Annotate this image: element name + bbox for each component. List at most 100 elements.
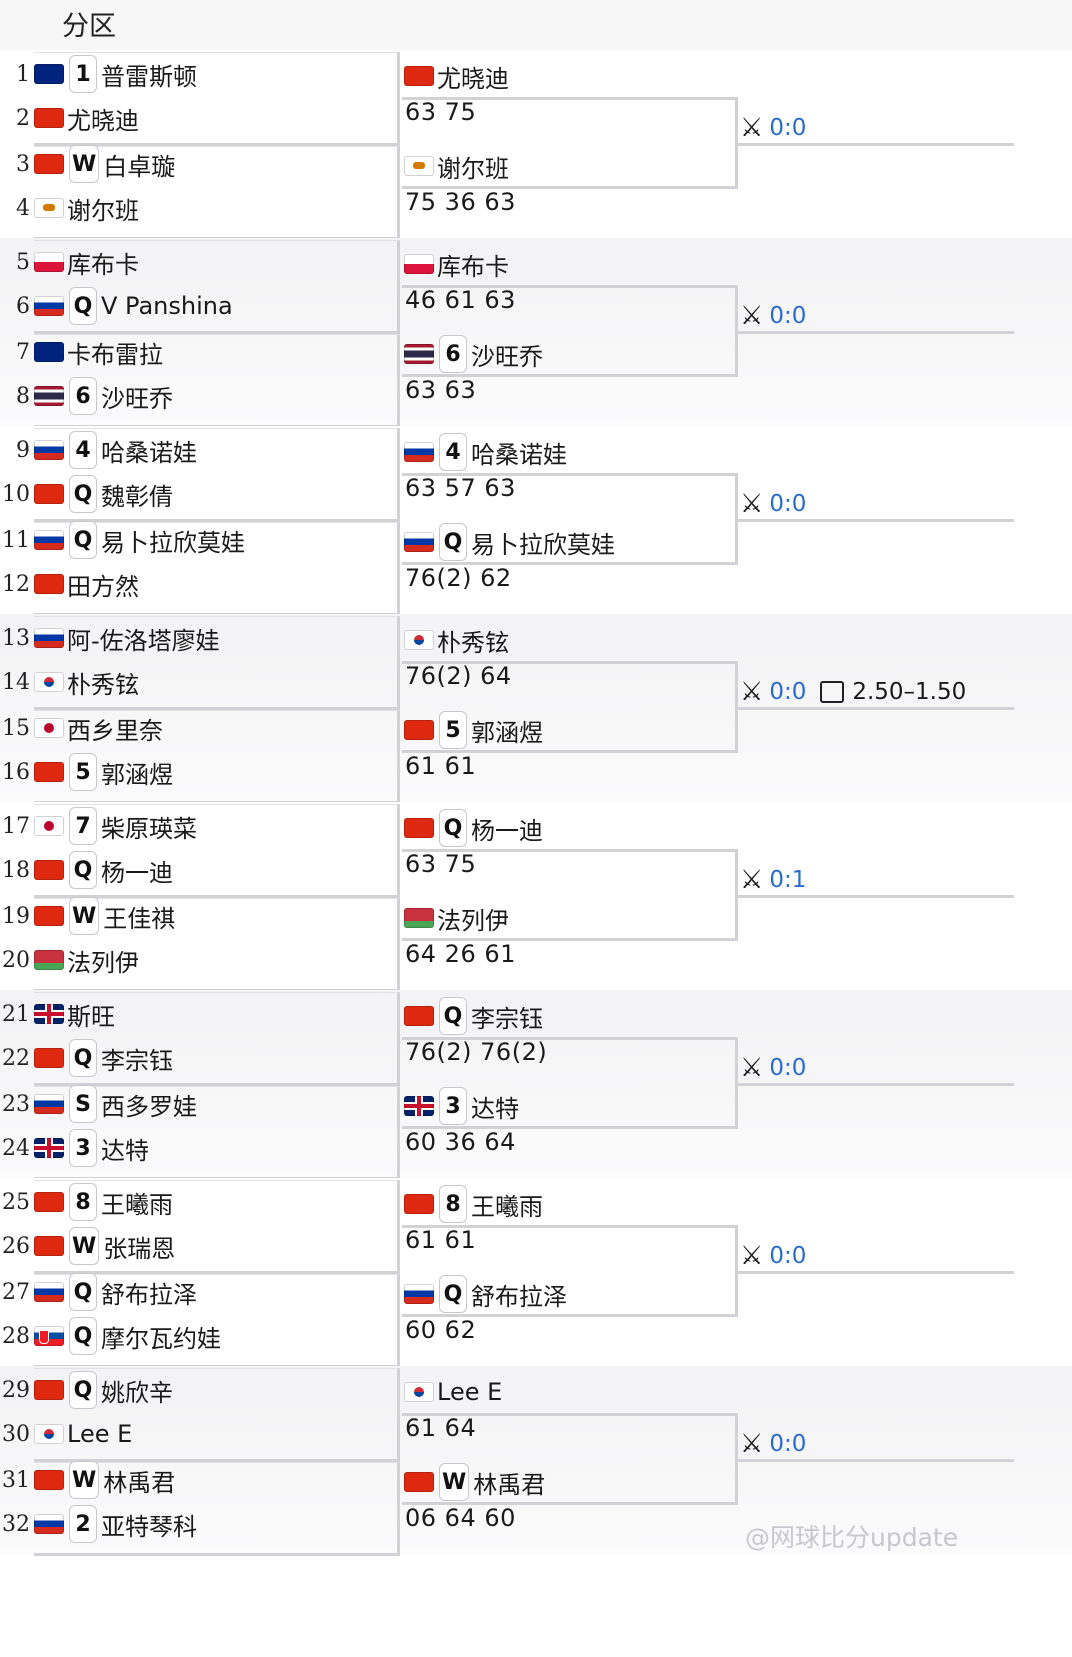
player-name[interactable]: 李宗钰 <box>471 1004 543 1033</box>
player-name[interactable]: 王曦雨 <box>101 1190 173 1219</box>
head-to-head[interactable]: ⚔0:0 <box>740 1051 806 1085</box>
first-round-match[interactable] <box>34 428 400 522</box>
player-name[interactable]: 普雷斯顿 <box>101 62 197 91</box>
player-name[interactable]: 斯旺 <box>67 1002 115 1031</box>
player-name[interactable]: 张瑞恩 <box>103 1234 176 1263</box>
advancing-player[interactable]: Lee E <box>402 1372 882 1412</box>
first-round-match[interactable] <box>34 52 400 146</box>
player-name[interactable]: 王佳祺 <box>103 904 176 933</box>
player-name[interactable]: 杨一迪 <box>101 858 173 887</box>
h2h-record[interactable]: 0:0 <box>769 303 807 329</box>
player-name[interactable]: 达特 <box>101 1136 149 1165</box>
player-name[interactable]: 杨一迪 <box>471 816 543 845</box>
player-name[interactable]: 摩尔瓦约娃 <box>101 1324 221 1353</box>
player-name[interactable]: 沙旺乔 <box>101 384 173 413</box>
h2h-record[interactable]: 0:0 <box>769 1055 807 1081</box>
player-name[interactable]: 郭涵煜 <box>101 760 173 789</box>
first-round-match[interactable] <box>34 1462 400 1556</box>
h2h-record[interactable]: 0:0 <box>769 115 807 141</box>
h2h-record[interactable]: 0:0 <box>769 679 807 705</box>
player-name[interactable]: 林禹君 <box>473 1470 546 1499</box>
player-name[interactable]: 西多罗娃 <box>101 1092 197 1121</box>
player-name[interactable]: 易卜拉欣莫娃 <box>101 528 245 557</box>
player-name[interactable]: 柴原瑛菜 <box>101 814 197 843</box>
player-name[interactable]: Lee E <box>67 1420 133 1448</box>
advancing-player[interactable]: 法列伊 <box>402 898 882 938</box>
second-round-match[interactable] <box>402 661 738 753</box>
second-round-match[interactable] <box>402 1037 738 1129</box>
h2h-record[interactable]: 0:0 <box>769 1243 807 1269</box>
head-to-head[interactable]: ⚔0:0 <box>740 299 806 333</box>
head-to-head[interactable]: ⚔0:0 <box>740 111 806 145</box>
player-name[interactable]: 西乡里奈 <box>67 716 163 745</box>
player-name[interactable]: 尤晓迪 <box>437 64 509 93</box>
advancing-player[interactable]: 尤晓迪 <box>402 56 882 96</box>
player-name[interactable]: 亚特琴科 <box>101 1512 197 1541</box>
player-name[interactable]: 哈桑诺娃 <box>471 440 567 469</box>
player-name[interactable]: 田方然 <box>67 572 139 601</box>
player-name[interactable]: 王曦雨 <box>471 1192 543 1221</box>
player-name[interactable]: 林禹君 <box>103 1468 176 1497</box>
player-name[interactable]: Lee E <box>437 1378 503 1406</box>
h2h-record[interactable]: 0:0 <box>769 1431 807 1457</box>
player-name[interactable]: 哈桑诺娃 <box>101 438 197 467</box>
player-name[interactable]: 库布卡 <box>437 252 509 281</box>
second-round-match[interactable] <box>402 1413 738 1505</box>
first-round-match[interactable] <box>34 616 400 710</box>
player-name[interactable]: 李宗钰 <box>101 1046 173 1075</box>
player-name[interactable]: 阿-佐洛塔廖娃 <box>67 626 220 655</box>
advancing-player[interactable]: 谢尔班 <box>402 146 882 186</box>
first-round-match[interactable] <box>34 804 400 898</box>
advancing-player[interactable]: 朴秀铉 <box>402 620 882 660</box>
second-round-match[interactable] <box>402 849 738 941</box>
player-name[interactable]: 郭涵煜 <box>471 718 543 747</box>
player-name[interactable]: 谢尔班 <box>437 154 509 183</box>
first-round-match[interactable] <box>34 1180 400 1274</box>
head-to-head[interactable]: ⚔0:0 <box>740 1239 806 1273</box>
player-name[interactable]: 朴秀铉 <box>437 628 509 657</box>
first-round-match[interactable] <box>34 992 400 1086</box>
player-name[interactable]: V Panshina <box>101 292 233 320</box>
player-name[interactable]: 舒布拉泽 <box>101 1280 197 1309</box>
player-name[interactable]: 库布卡 <box>67 250 139 279</box>
player-name[interactable]: 法列伊 <box>437 906 509 935</box>
advancing-player[interactable]: 库布卡 <box>402 244 882 284</box>
player-name[interactable]: 白卓璇 <box>103 152 176 181</box>
player-name[interactable]: 易卜拉欣莫娃 <box>471 530 615 559</box>
